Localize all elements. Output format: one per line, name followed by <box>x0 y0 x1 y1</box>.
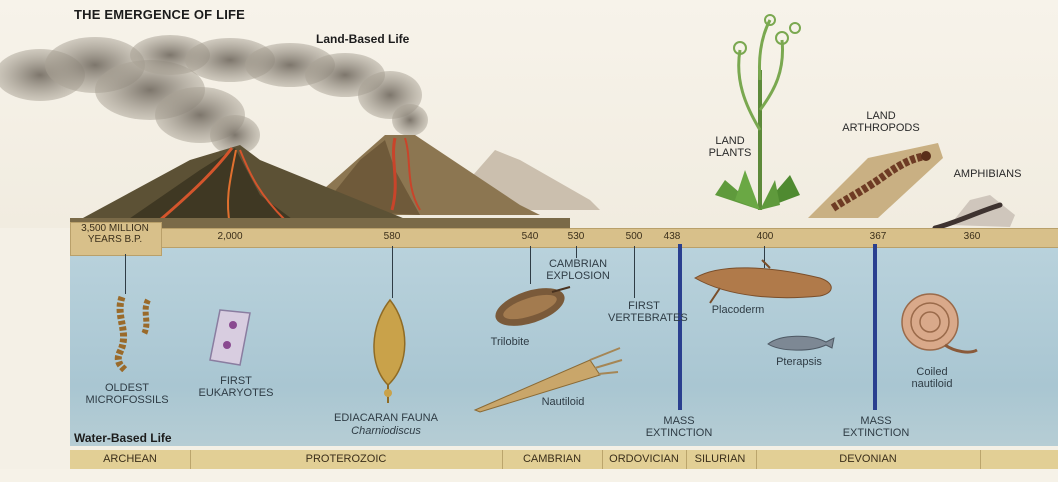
tick-500: 500 <box>614 231 654 242</box>
era-proterozoic: PROTEROZOIC <box>190 450 502 469</box>
era-ordovician: ORDOVICIAN <box>602 450 686 469</box>
microfossil-illustration <box>100 292 160 372</box>
land-arthropods-label: LAND ARTHROPODS <box>836 110 926 134</box>
tick-2000: 2,000 <box>210 231 250 242</box>
amphibian-illustration <box>930 185 1020 230</box>
cambrian-explosion-label: CAMBRIAN EXPLOSION <box>538 258 618 282</box>
tick-580: 580 <box>372 231 412 242</box>
eukaryote-illustration <box>205 305 255 370</box>
land-plants-label: LAND PLANTS <box>700 135 760 159</box>
coiled-nautiloid-label: Coiled nautiloid <box>898 366 966 390</box>
charniodiscus-illustration <box>360 295 420 405</box>
land-heading: Land-Based Life <box>316 32 409 46</box>
placoderm-illustration <box>690 258 840 308</box>
trilobite-illustration <box>492 282 572 332</box>
oldest-microfossils-label: OLDEST MICROFOSSILS <box>72 382 182 406</box>
water-heading: Water-Based Life <box>74 431 172 445</box>
trilobite-label: Trilobite <box>480 336 540 348</box>
diagram-title: THE EMERGENCE OF LIFE <box>74 7 245 22</box>
pterapsis-illustration <box>766 332 836 354</box>
placoderm-label: Placoderm <box>698 304 778 316</box>
ediacaran-fauna-label: EDIACARAN FAUNA <box>320 412 452 424</box>
nautiloid-label: Nautiloid <box>528 396 598 408</box>
leader-line-first-vertebrates <box>634 246 635 298</box>
land-arthropod-illustration <box>808 138 943 220</box>
era-separator <box>980 450 981 469</box>
land-plant-illustration <box>700 10 810 220</box>
era-cambrian: CAMBRIAN <box>502 450 602 469</box>
era-archean: ARCHEAN <box>70 450 190 469</box>
pterapsis-label: Pterapsis <box>764 356 834 368</box>
tick-540: 540 <box>510 231 550 242</box>
tick-530: 530 <box>556 231 596 242</box>
leader-line-microfossils <box>125 254 126 294</box>
mass-extinction-line-2 <box>873 244 877 410</box>
charniodiscus-label: Charniodiscus <box>330 425 442 437</box>
first-vertebrates-label: FIRST VERTEBRATES <box>608 300 680 324</box>
mass-extinction-label-2: MASS EXTINCTION <box>834 415 918 439</box>
tick-360: 360 <box>952 231 992 242</box>
tick-367: 367 <box>858 231 898 242</box>
era-silurian: SILURIAN <box>684 450 756 469</box>
era-devonian: DEVONIAN <box>756 450 980 469</box>
volcano-illustration <box>0 20 600 230</box>
mass-extinction-label-1: MASS EXTINCTION <box>636 415 722 439</box>
amphibians-label: AMPHIBIANS <box>945 168 1030 180</box>
tick-438: 438 <box>652 231 692 242</box>
smoke-plume <box>0 35 428 155</box>
timeline-start-label: 3,500 MILLION YEARS B.P. <box>72 223 158 245</box>
leader-line-cambrian-explosion <box>576 246 577 258</box>
first-eukaryotes-label: FIRST EUKARYOTES <box>190 375 282 399</box>
tick-400: 400 <box>745 231 785 242</box>
coiled-nautiloid-illustration <box>895 290 980 360</box>
mass-extinction-line-1 <box>678 244 682 410</box>
leader-line-trilobite <box>530 246 531 284</box>
bottom-margin <box>0 469 1058 482</box>
leader-line-ediacaran <box>392 246 393 298</box>
